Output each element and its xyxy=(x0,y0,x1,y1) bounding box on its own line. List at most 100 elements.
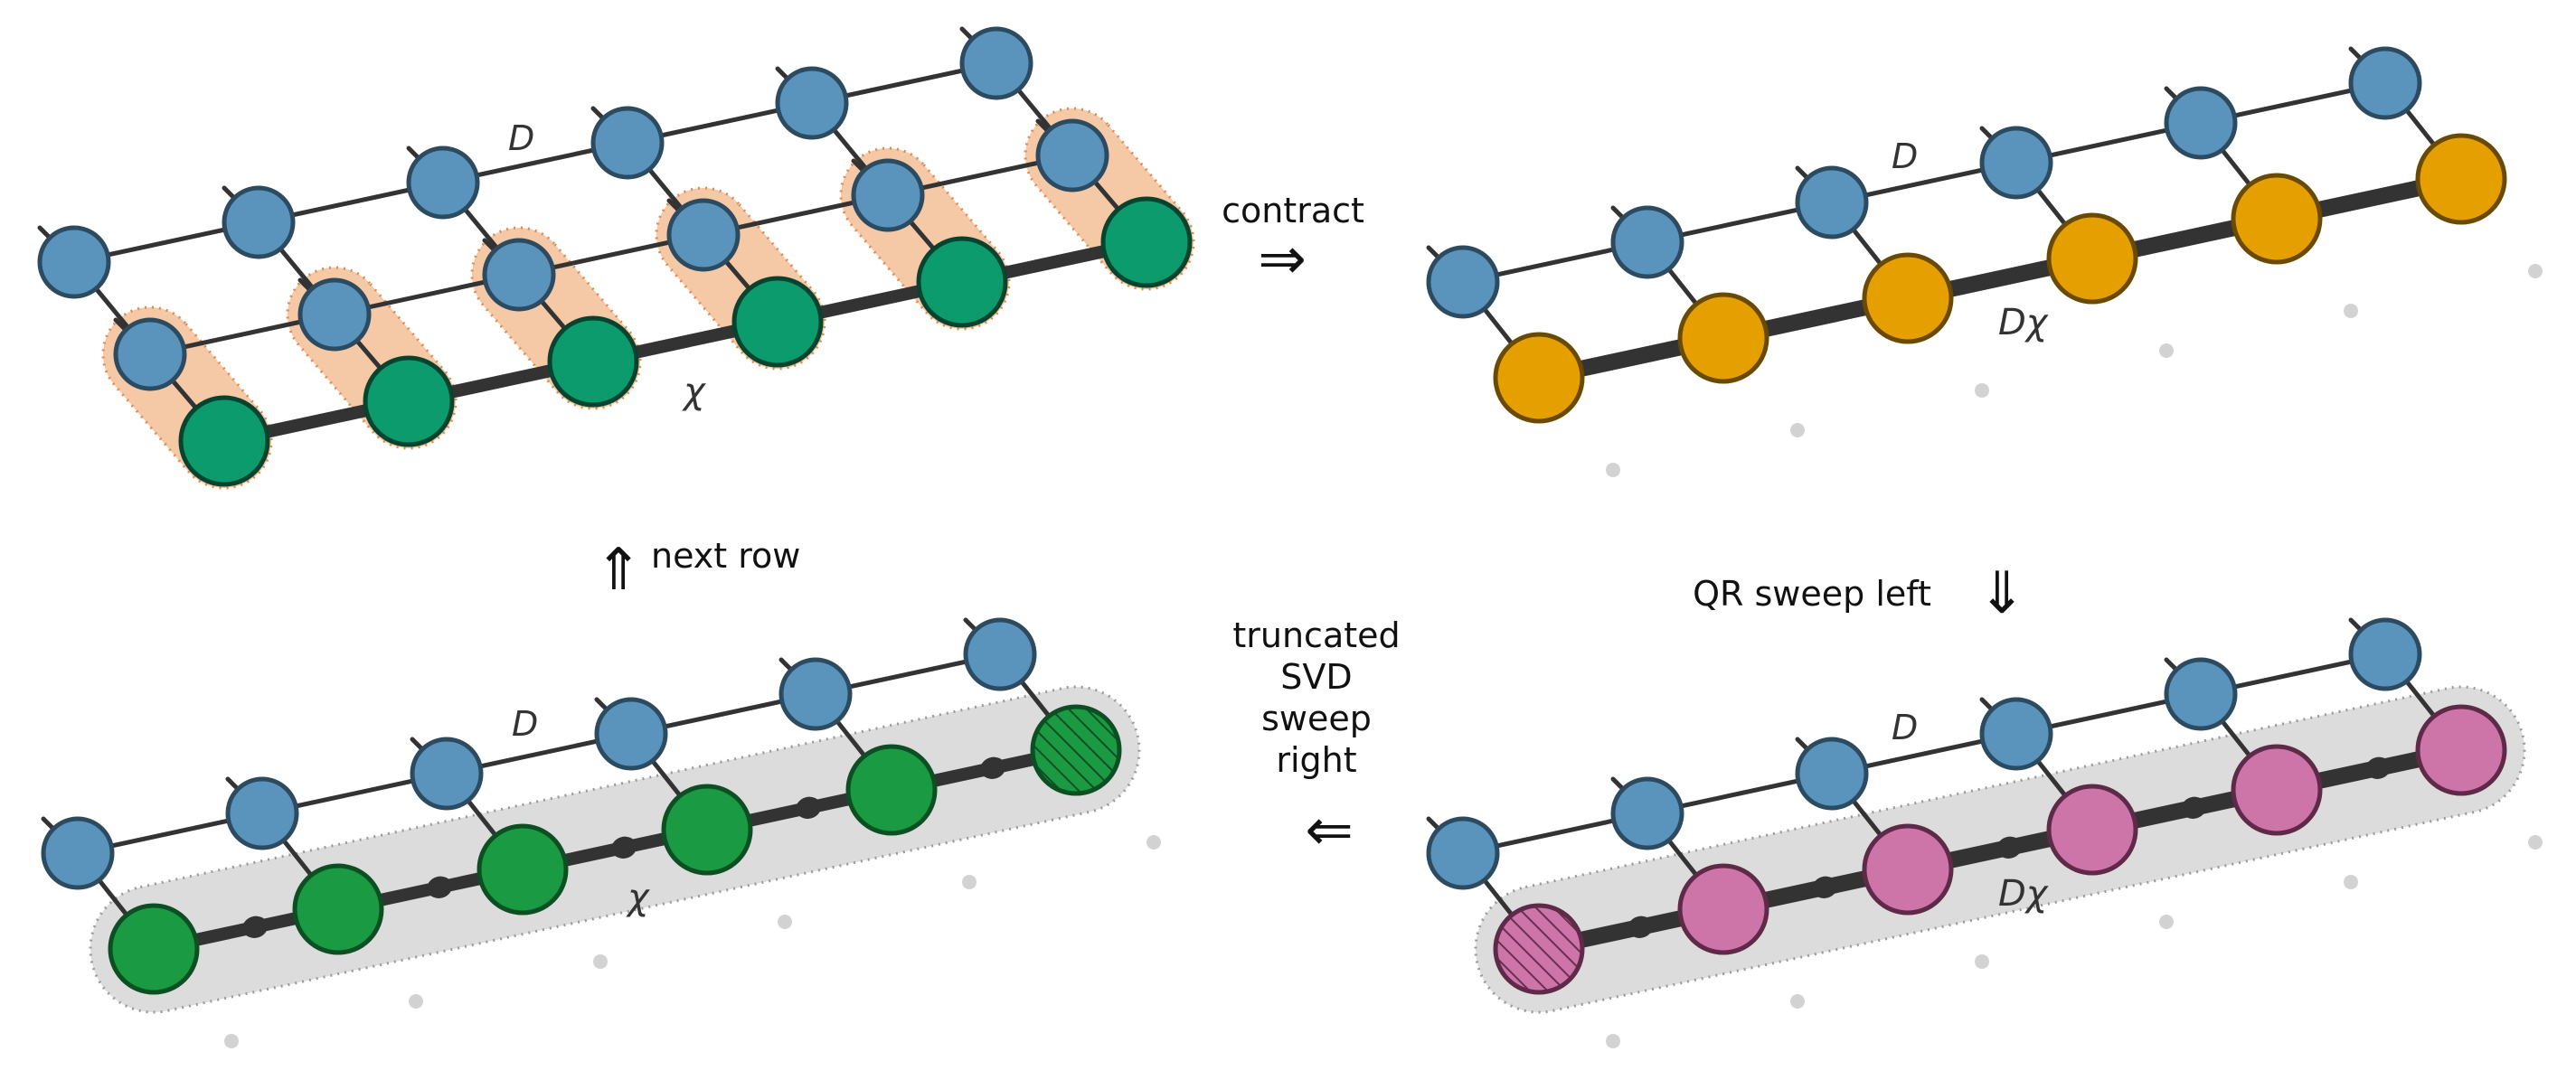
peps-tensor xyxy=(1795,737,1869,811)
contracted-mps-tensor xyxy=(2415,133,2507,225)
gauge-marker xyxy=(1812,876,1838,898)
contracted-mps-tensor xyxy=(1677,292,1769,384)
svd-label-line-1: truncated xyxy=(1232,615,1400,655)
orthogonality-center-tensor xyxy=(1493,903,1585,995)
dangling-leg-dot xyxy=(962,875,977,889)
peps-tensor xyxy=(222,185,296,259)
contracted-mps-tensor xyxy=(2231,173,2323,265)
bond-label-d: D xyxy=(508,118,534,158)
next-row-label: next row xyxy=(651,536,800,576)
gauge-marker xyxy=(1628,916,1654,938)
peps-tensor xyxy=(41,816,115,890)
arrow-down-icon: ⇓ xyxy=(1977,560,2026,627)
step-next-row: ⇑ next row xyxy=(594,536,800,604)
gauge-marker xyxy=(796,796,822,819)
truncated-mps-tensor xyxy=(661,784,753,876)
truncated-mps-tensor xyxy=(108,903,200,995)
peps-tensor xyxy=(594,697,668,771)
boundary-mps-tensor xyxy=(916,236,1008,328)
peps-tensor xyxy=(963,617,1037,691)
peps-tensor xyxy=(2164,657,2238,731)
truncated-mps-tensor xyxy=(845,744,938,836)
gauge-marker xyxy=(980,756,1006,779)
peps-tensor xyxy=(1035,118,1109,193)
peps-tensor xyxy=(851,158,925,232)
qr-sweep-label: QR sweep left xyxy=(1693,574,1931,614)
gauge-marker xyxy=(2181,796,2207,819)
step-contract: contract ⇒ xyxy=(1222,191,1364,293)
gauge-marker xyxy=(611,836,637,859)
contract-label: contract xyxy=(1222,191,1364,230)
arrow-up-icon: ⇑ xyxy=(594,537,643,604)
gauge-marker xyxy=(427,876,453,898)
dangling-leg-dot xyxy=(2528,264,2543,278)
dangling-leg-dot xyxy=(2159,915,2174,929)
dangling-leg-dot xyxy=(1790,994,1805,1009)
bond-label-d: D xyxy=(512,704,538,744)
peps-tensor xyxy=(1979,697,2053,771)
dangling-leg-dot xyxy=(1975,954,1989,969)
peps-tensor xyxy=(1979,126,2053,200)
peps-tensor xyxy=(113,317,187,391)
svd-label-line-3: sweep xyxy=(1261,699,1372,738)
panel-bottom-left-labels: D χ xyxy=(512,704,650,918)
arrow-right-icon: ⇒ xyxy=(1258,226,1307,293)
dangling-leg-dot xyxy=(409,994,423,1009)
peps-tensor xyxy=(1795,165,1869,239)
peps-tensor xyxy=(1426,245,1500,319)
gauge-marker xyxy=(242,916,269,938)
bond-label-d: D xyxy=(1892,708,1918,747)
peps-tensor xyxy=(1610,776,1684,850)
gauge-marker xyxy=(1996,836,2023,859)
peps-tensor xyxy=(1610,205,1684,279)
peps-tensor xyxy=(590,106,665,180)
bond-label-chi: χ xyxy=(682,371,706,412)
peps-tensor xyxy=(775,66,849,140)
qr-mps-tensor xyxy=(1677,863,1769,955)
dangling-leg-dot xyxy=(224,1034,239,1048)
step-qr-sweep: QR sweep left ⇓ xyxy=(1693,560,2026,627)
panel-top-right-labels: D Dχ xyxy=(1892,136,2049,343)
bond-label-chi: χ xyxy=(626,877,650,918)
dangling-leg-dot xyxy=(2528,835,2543,850)
step-truncated-svd: truncated SVD sweep right ⇐ xyxy=(1232,615,1400,864)
peps-tensor xyxy=(1426,816,1500,890)
qr-mps-tensor xyxy=(2231,744,2323,836)
orthogonality-center-tensor xyxy=(1030,704,1122,796)
qr-mps-tensor xyxy=(2046,784,2138,876)
contracted-mps-tensor xyxy=(2046,212,2138,305)
boundary-mps-tensor xyxy=(731,276,824,368)
dangling-leg-dot xyxy=(1975,383,1989,398)
bond-label-d: D xyxy=(1892,136,1918,176)
boundary-mps-tensor xyxy=(1100,196,1193,288)
dangling-leg-dot xyxy=(778,915,792,929)
peps-tensor xyxy=(482,238,556,312)
truncated-mps-tensor xyxy=(292,863,384,955)
dangling-leg-dot xyxy=(1606,1034,1620,1048)
dangling-leg-dot xyxy=(2159,343,2174,358)
peps-tensor xyxy=(297,277,372,352)
qr-mps-tensor xyxy=(1862,823,1954,916)
boundary-mps-tensor xyxy=(363,355,455,447)
peps-tensor xyxy=(2348,46,2422,120)
svd-label-line-4: right xyxy=(1276,740,1356,780)
truncated-mps-tensor xyxy=(477,823,569,916)
peps-tensor xyxy=(37,225,111,299)
dangling-leg-dot xyxy=(2344,875,2358,889)
peps-tensor xyxy=(225,776,299,850)
dangling-leg-dot xyxy=(2344,304,2358,318)
peps-tensor xyxy=(406,146,480,220)
bond-label-dchi: Dχ xyxy=(1998,873,2049,915)
boundary-mps-tensor xyxy=(547,315,639,408)
arrow-left-icon: ⇐ xyxy=(1305,797,1354,864)
contracted-mps-tensor xyxy=(1862,252,1954,344)
contracted-mps-tensor xyxy=(1493,332,1585,424)
boundary-mps-tensor xyxy=(178,395,270,487)
peps-tensor xyxy=(778,657,853,731)
peps-tensor xyxy=(666,198,741,272)
peps-tensor xyxy=(410,737,484,811)
dangling-leg-dot xyxy=(1606,463,1620,477)
panel-top-left-labels: D χ xyxy=(508,118,706,412)
dangling-leg-dot xyxy=(593,954,608,969)
